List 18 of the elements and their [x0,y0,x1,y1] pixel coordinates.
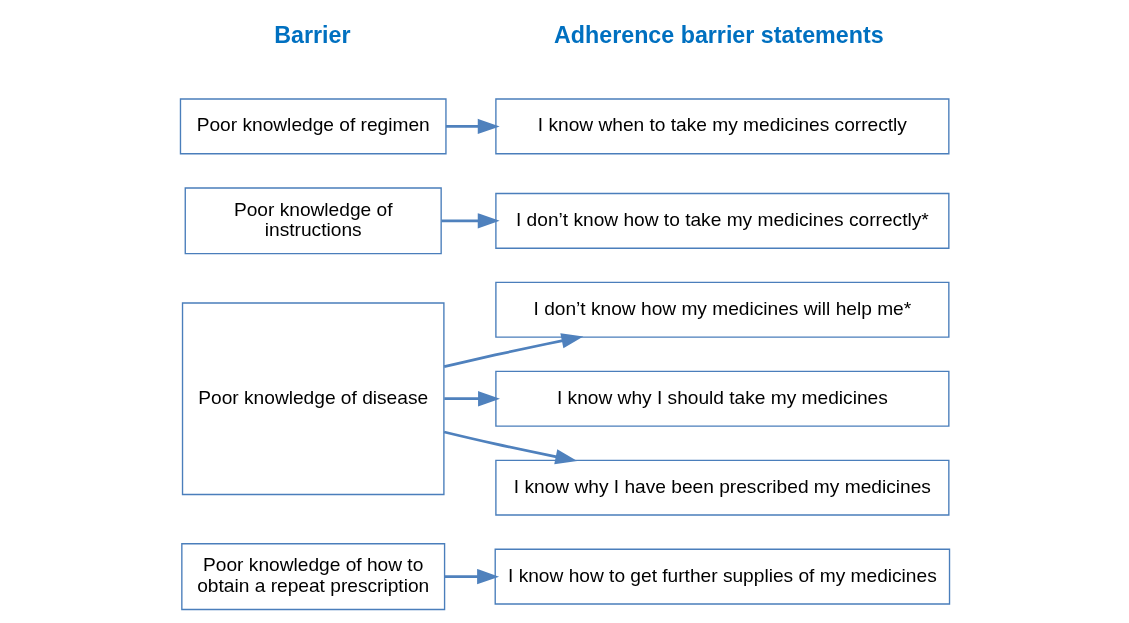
node-box: Poor knowledge of regimen [179,98,447,155]
label: Adherence barrier statements [553,22,884,49]
node-box: Poor knowledge of instructions [184,187,442,255]
node-box: I don’t know how my medicines will help me* [494,281,950,338]
arrow [444,568,499,585]
node-box: Poor knowledge of how to obtain a repeat prescription [180,543,445,611]
arrow [441,213,500,229]
node-box: Poor knowledge of disease [181,302,445,496]
node-box: I know why I should take my medicines [494,370,950,427]
arrow [443,333,583,368]
node-box: I don’t know how to take my medicines correctly* [494,192,950,249]
arrow [443,430,577,465]
arrow [443,391,500,407]
label: Barrier [273,22,350,49]
node-box: I know why I have been prescribed my medicines [494,459,950,516]
arrow [445,118,500,135]
node-box: I know how to get further supplies of my medicines [494,548,950,605]
node-box: I know when to take my medicines correctly [494,98,950,155]
